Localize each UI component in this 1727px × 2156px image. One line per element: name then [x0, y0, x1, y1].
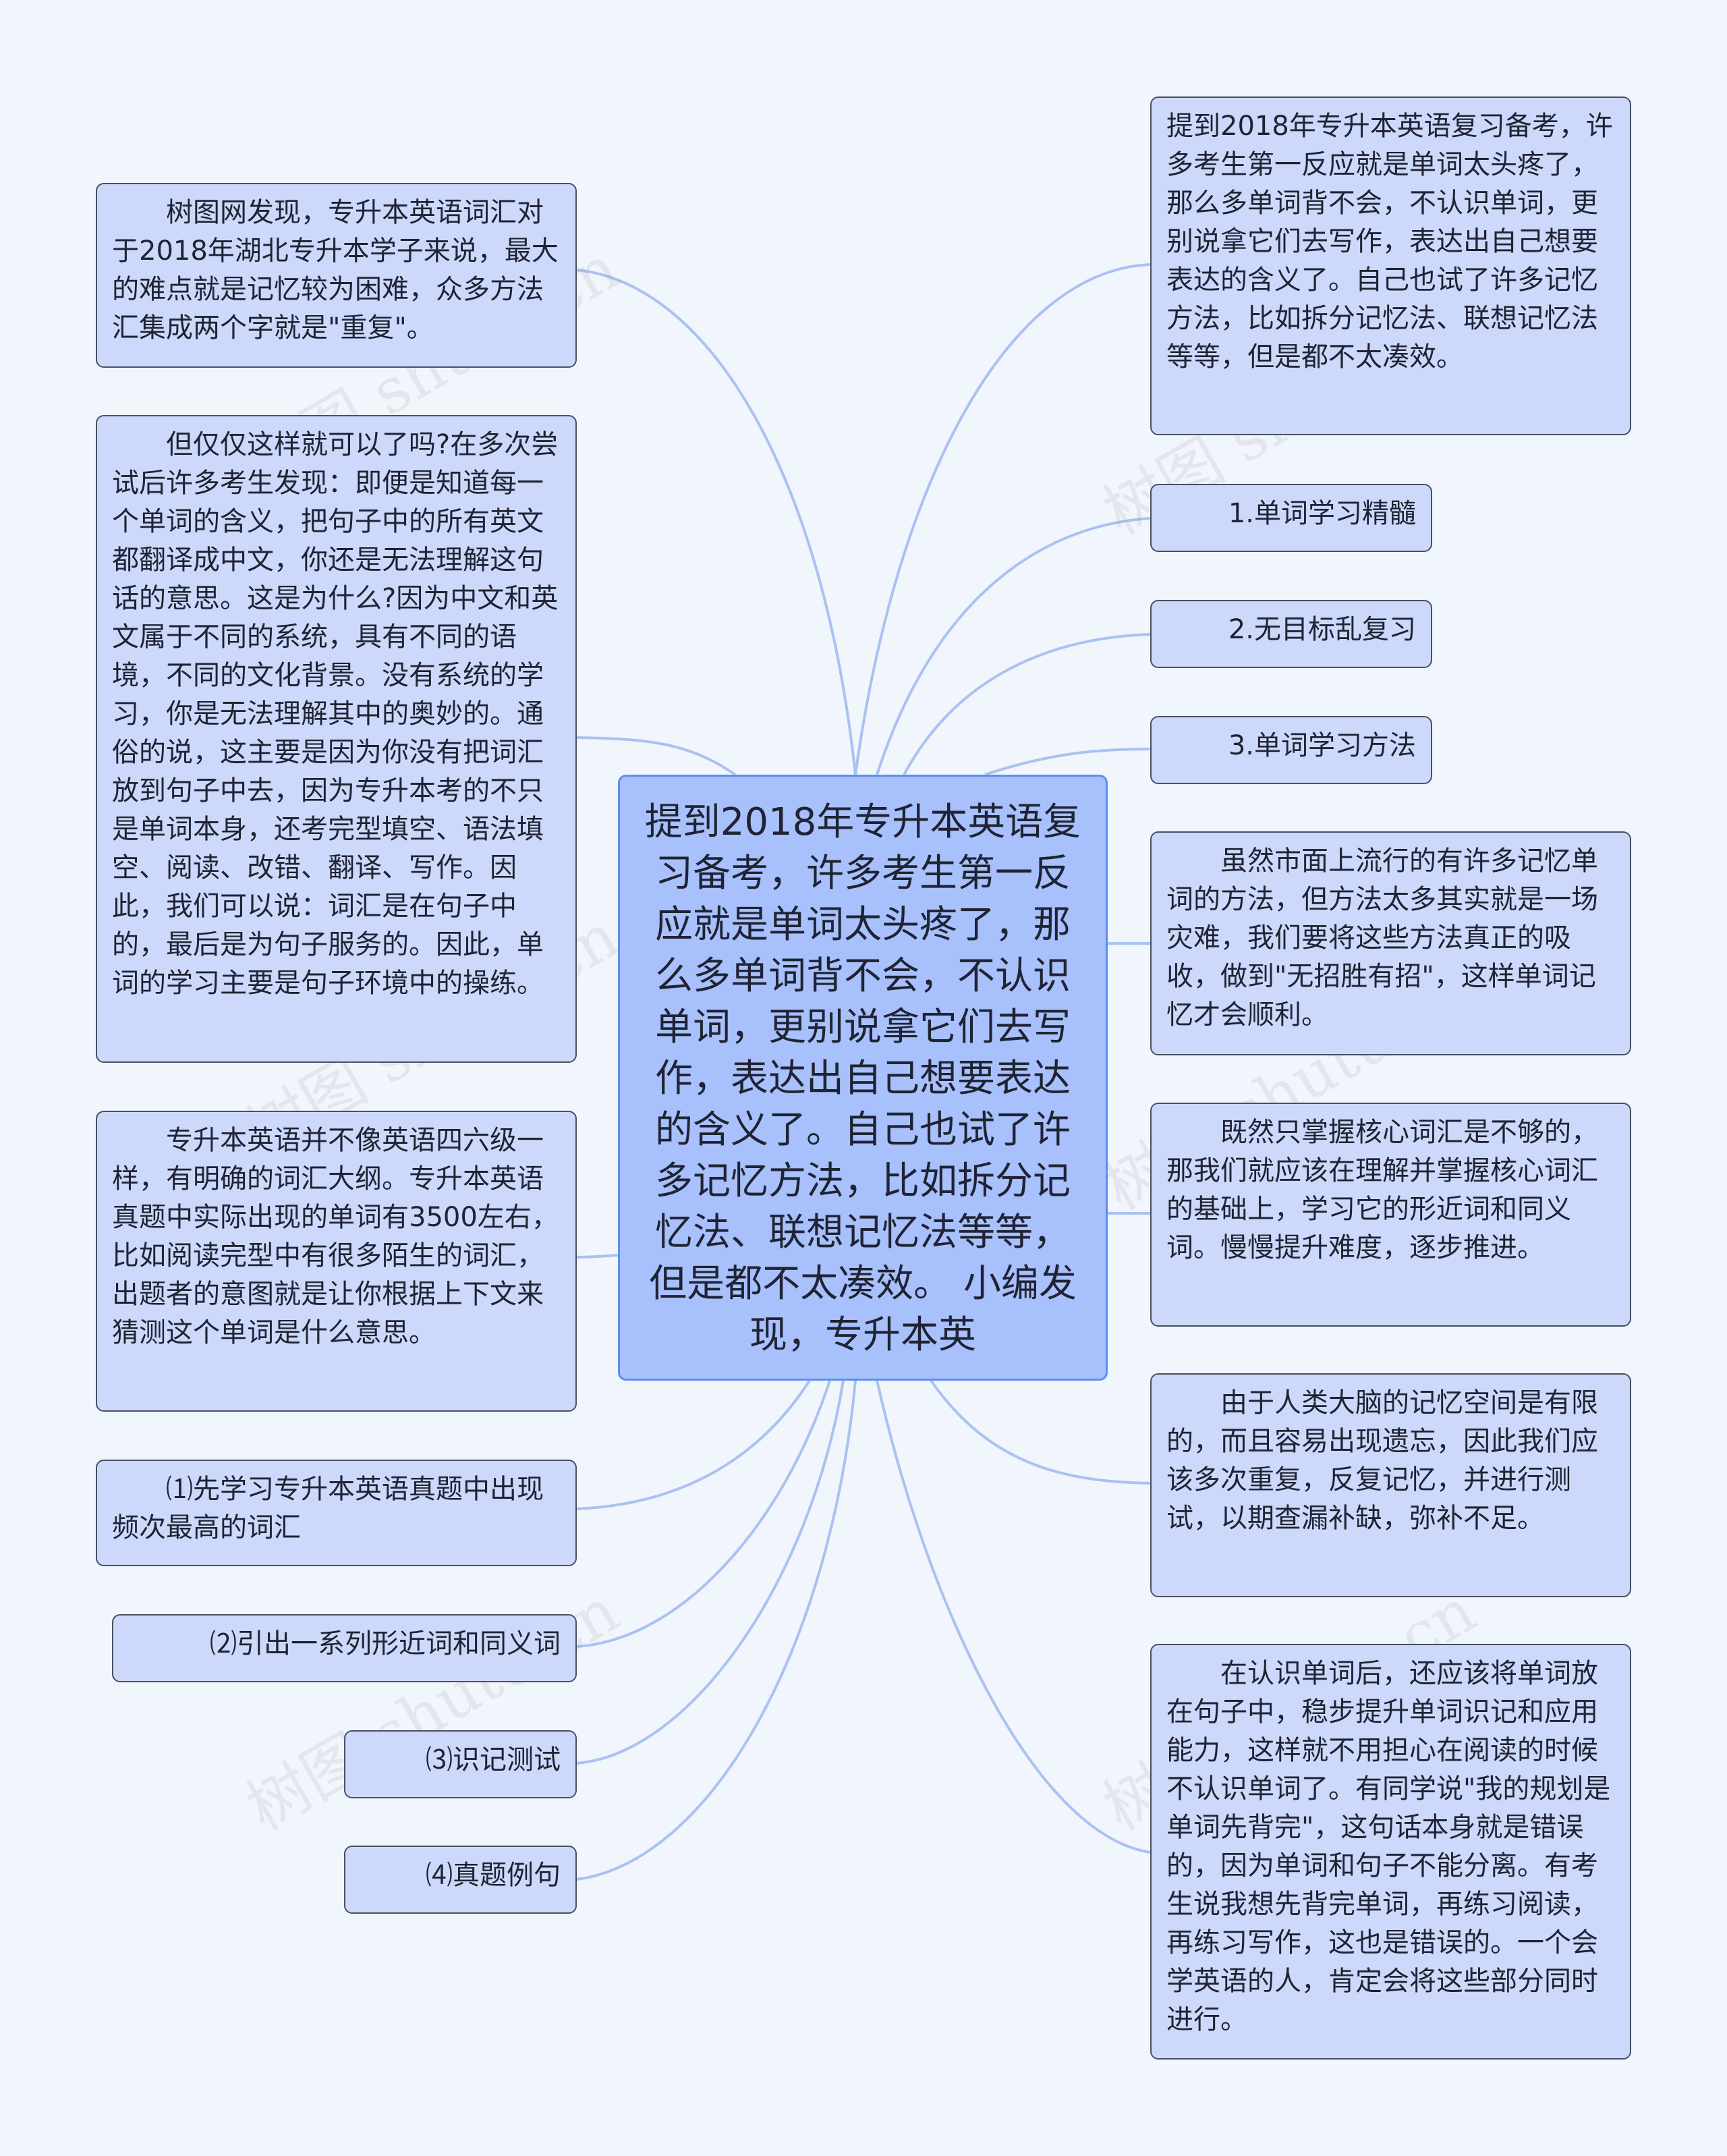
right-node-7[interactable]: 由于人类大脑的记忆空间是有限的，而且容易出现遗忘，因此我们应该多次重复，反复记忆… — [1150, 1373, 1631, 1597]
connector-left-5 — [576, 1380, 831, 1648]
connector-left-1 — [576, 269, 857, 775]
connector-right-4 — [984, 748, 1151, 776]
connector-right-7 — [930, 1379, 1151, 1485]
connector-right-3 — [903, 633, 1151, 775]
left-node-3[interactable]: 专升本英语并不像英语四六级一样，有明确的词汇大纲。专升本英语真题中实际出现的单词… — [96, 1111, 577, 1412]
connector-left-3 — [576, 1254, 619, 1259]
connector-right-2 — [876, 517, 1151, 775]
left-node-4[interactable]: ⑴先学习专升本英语真题中出现频次最高的词汇 — [96, 1460, 577, 1566]
right-node-3[interactable]: 2.无目标乱复习 — [1150, 600, 1432, 668]
left-node-6[interactable]: ⑶识记测试 — [344, 1730, 577, 1798]
connector-left-4 — [576, 1379, 811, 1510]
right-node-2[interactable]: 1.单词学习精髓 — [1150, 484, 1432, 552]
right-node-1[interactable]: 提到2018年专升本英语复习备考，许多考生第一反应就是单词太头疼了，那么多单词背… — [1150, 96, 1631, 435]
connector-right-1 — [854, 263, 1151, 775]
left-node-5[interactable]: ⑵引出一系列形近词和同义词 — [112, 1614, 577, 1682]
left-node-2[interactable]: 但仅仅这样就可以了吗?在多次尝试后许多考生发现：即便是知道每一个单词的含义，把句… — [96, 415, 577, 1063]
connector-left-7 — [576, 1380, 857, 1881]
connector-right-8 — [876, 1380, 1151, 1854]
right-node-5[interactable]: 虽然市面上流行的有许多记忆单词的方法，但方法太多其实就是一场灾难，我们要将这些方… — [1150, 831, 1631, 1055]
right-node-6[interactable]: 既然只掌握核心词汇是不够的，那我们就应该在理解并掌握核心词汇的基础上，学习它的形… — [1150, 1103, 1631, 1327]
central-topic[interactable]: 提到2018年专升本英语复习备考，许多考生第一反应就是单词太头疼了，那么多单词背… — [618, 775, 1108, 1381]
left-node-1[interactable]: 树图网发现，专升本英语词汇对于2018年湖北专升本学子来说，最大的难点就是记忆较… — [96, 183, 577, 368]
connector-left-6 — [576, 1380, 845, 1765]
left-node-7[interactable]: ⑷真题例句 — [344, 1846, 577, 1914]
right-node-8[interactable]: 在认识单词后，还应该将单词放在句子中，稳步提升单词识记和应用能力，这样就不用担心… — [1150, 1644, 1631, 2060]
connector-left-2 — [576, 736, 737, 776]
right-node-4[interactable]: 3.单词学习方法 — [1150, 716, 1432, 784]
